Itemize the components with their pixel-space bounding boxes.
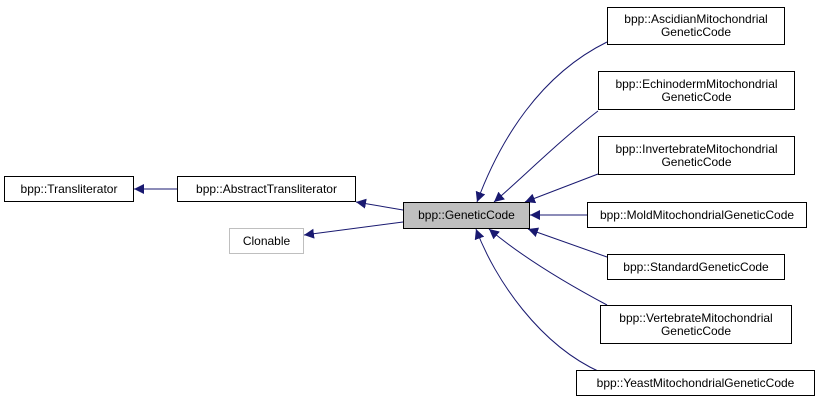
node-yeast-mitochondrial-genetic-code[interactable]: bpp::YeastMitochondrialGeneticCode (576, 370, 815, 396)
edge-genetic-code-to-abstract-transliterator (355, 198, 404, 211)
node-genetic-code[interactable]: bpp::GeneticCode (403, 202, 530, 229)
node-abstract-transliterator-line-1: bpp::AbstractTransliterator (196, 181, 337, 196)
node-yeast-line-1: bpp::YeastMitochondrialGeneticCode (596, 375, 795, 390)
node-vertebrate-mitochondrial-genetic-code[interactable]: bpp::VertebrateMitochondrial GeneticCode (600, 305, 792, 344)
node-invertebrate-line-1: bpp::InvertebrateMitochondrial (615, 141, 778, 156)
node-vertebrate-line-1: bpp::VertebrateMitochondrial (619, 310, 773, 325)
node-transliterator-line-1: bpp::Transliterator (20, 181, 118, 196)
edge-echinoderm-to-genetic-code (493, 110, 599, 203)
node-transliterator[interactable]: bpp::Transliterator (4, 176, 134, 202)
node-genetic-code-line-1: bpp::GeneticCode (418, 208, 515, 222)
node-standard-genetic-code[interactable]: bpp::StandardGeneticCode (607, 254, 785, 280)
edge-genetic-code-to-clonable (303, 221, 404, 239)
node-vertebrate-line-2: GeneticCode (660, 323, 732, 338)
edge-ascidian-to-genetic-code (475, 41, 608, 203)
edge-yeast-to-genetic-code (474, 228, 601, 373)
node-echinoderm-line-2: GeneticCode (661, 89, 732, 104)
node-invertebrate-mitochondrial-genetic-code[interactable]: bpp::InvertebrateMitochondrial GeneticCo… (598, 136, 795, 175)
node-echinoderm-mitochondrial-genetic-code[interactable]: bpp::EchinodermMitochondrial GeneticCode (598, 71, 795, 110)
edge-vertebrate-to-genetic-code (488, 228, 608, 306)
node-abstract-transliterator[interactable]: bpp::AbstractTransliterator (177, 176, 356, 202)
node-ascidian-line-2: GeneticCode (660, 25, 732, 39)
node-ascidian-mitochondrial-genetic-code[interactable]: bpp::AscidianMitochondrial GeneticCode (607, 7, 785, 45)
edge-invertebrate-to-genetic-code (524, 173, 599, 204)
node-clonable-line-1: Clonable (242, 233, 291, 248)
node-ascidian-line-1: bpp::AscidianMitochondrial (624, 12, 768, 26)
node-echinoderm-line-1: bpp::EchinodermMitochondrial (615, 76, 778, 91)
node-invertebrate-line-2: GeneticCode (661, 154, 732, 169)
edge-standard-to-genetic-code (527, 227, 608, 258)
node-standard-line-1: bpp::StandardGeneticCode (623, 259, 769, 274)
node-clonable[interactable]: Clonable (229, 228, 304, 254)
node-mold-line-1: bpp::MoldMitochondrialGeneticCode (599, 207, 795, 222)
node-mold-mitochondrial-genetic-code[interactable]: bpp::MoldMitochondrialGeneticCode (587, 202, 807, 228)
